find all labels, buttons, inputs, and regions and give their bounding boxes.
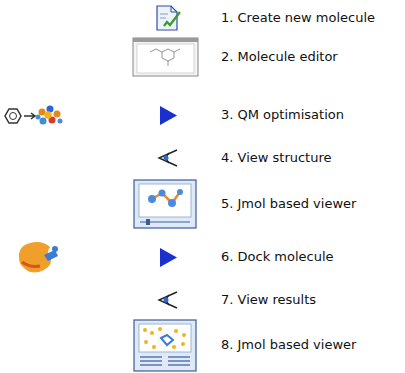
- qm-optimisation-icon: [5, 106, 177, 126]
- step-label: 8. Jmol based viewer: [221, 337, 356, 353]
- step-label: 5. Jmol based viewer: [221, 196, 356, 212]
- new-document-icon: [157, 6, 180, 30]
- step-label: 1. Create new molecule: [221, 10, 375, 26]
- eye-icon: [159, 292, 177, 308]
- dock-molecule-icon: [19, 242, 177, 272]
- molecule-editor-thumbnail: [133, 38, 198, 76]
- step-label: 4. View structure: [221, 150, 332, 166]
- step-label: 2. Molecule editor: [221, 49, 338, 65]
- step-label: 6. Dock molecule: [221, 249, 334, 265]
- step-label: 7. View results: [221, 292, 316, 308]
- results-viewer-icon: [134, 320, 196, 371]
- step-label: 3. QM optimisation: [221, 107, 344, 123]
- jmol-viewer-icon: [134, 180, 196, 228]
- eye-icon: [159, 150, 177, 166]
